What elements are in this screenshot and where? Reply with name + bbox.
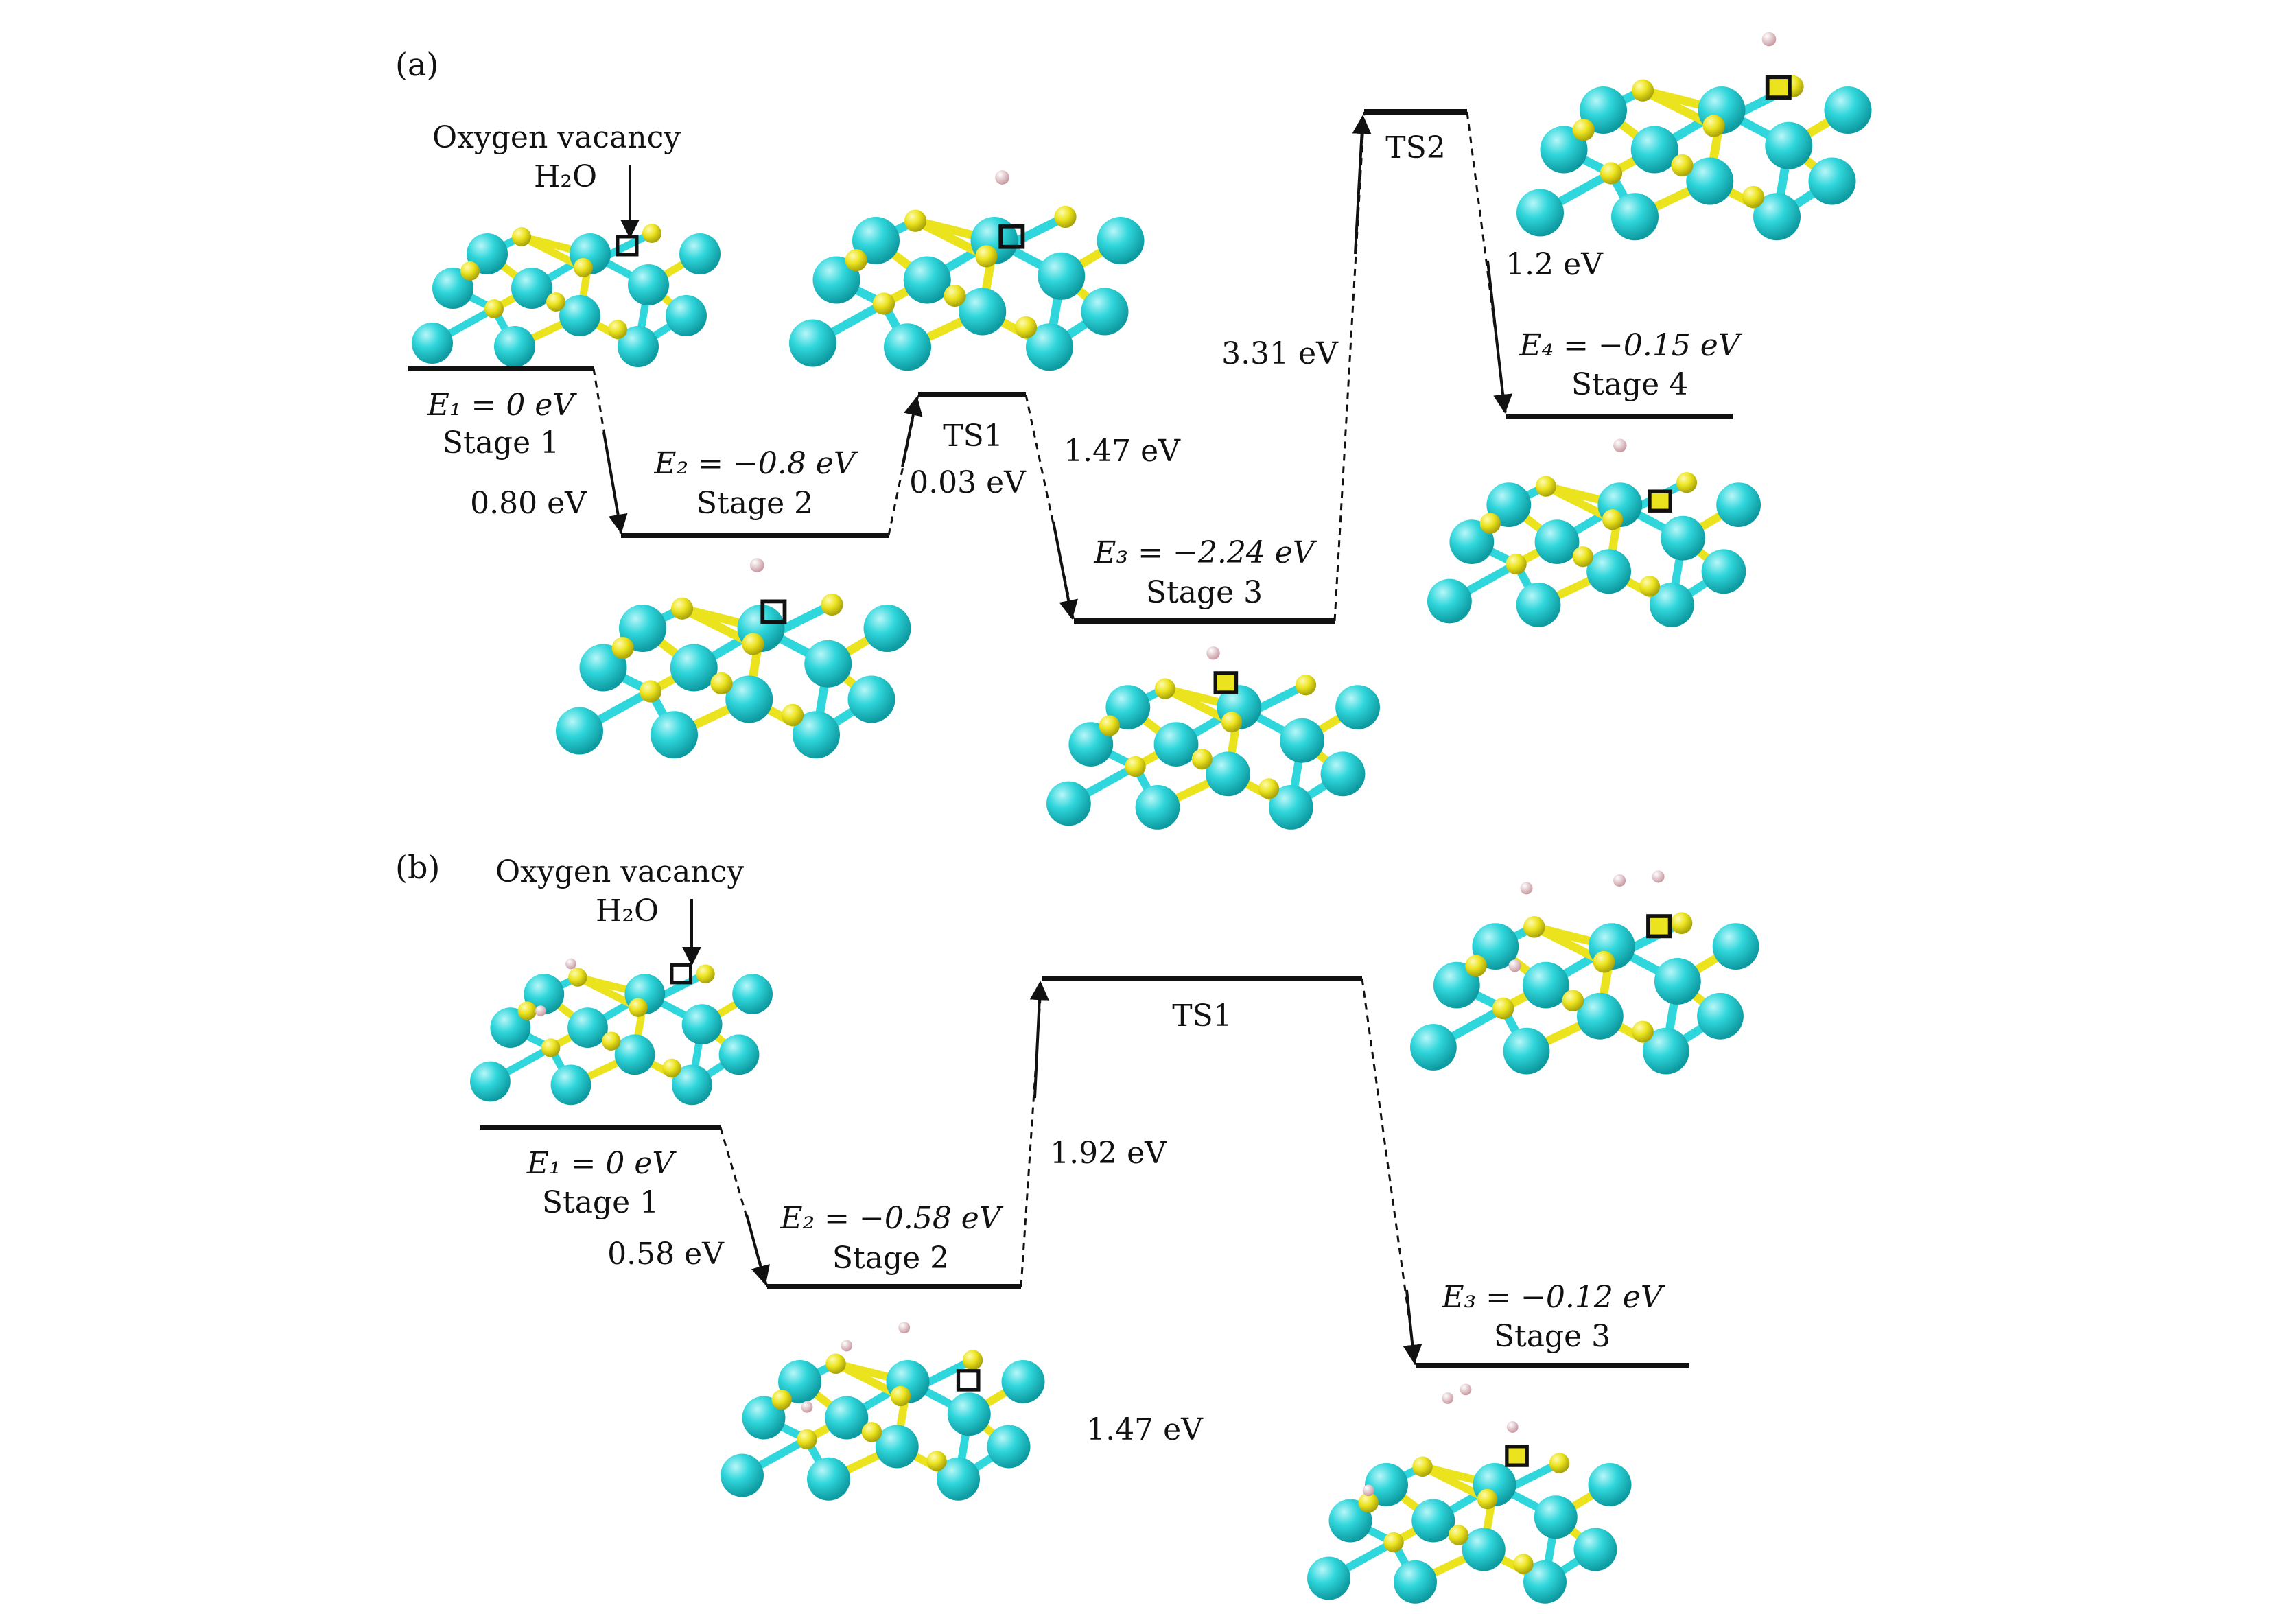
vacancy-marker bbox=[760, 599, 787, 624]
panel-a-callout-vacancy: Oxygen vacancy bbox=[432, 120, 681, 155]
stage-label-a3: TS1 bbox=[943, 419, 1003, 454]
vacancy-marker bbox=[616, 235, 639, 257]
vacancy-marker bbox=[998, 224, 1025, 249]
h-atom bbox=[1613, 438, 1627, 452]
energy-label-b1: E₁ = 0 eV bbox=[526, 1146, 677, 1181]
vacancy-marker bbox=[1213, 671, 1239, 694]
stage-label-a5: TS2 bbox=[1385, 130, 1445, 165]
vacancy-marker bbox=[956, 1369, 981, 1392]
structure-a-ts1-top bbox=[789, 170, 1145, 371]
barrier-b-1: 0.58 eV bbox=[607, 1237, 725, 1272]
h-atom bbox=[1508, 959, 1521, 972]
barrier-b-3: 1.47 eV bbox=[1086, 1412, 1204, 1447]
stage-label-a2: Stage 2 bbox=[696, 486, 813, 521]
h-atom bbox=[1460, 1383, 1472, 1396]
structure-a-stage1 bbox=[412, 224, 721, 367]
h-atom bbox=[1442, 1392, 1454, 1404]
h-atom bbox=[749, 558, 764, 572]
stage-label-a4: Stage 3 bbox=[1146, 575, 1263, 610]
panel-b-label: (b) bbox=[395, 849, 440, 886]
h-atom bbox=[535, 1005, 546, 1016]
h-atom bbox=[1506, 1421, 1519, 1433]
structure-b-stage3 bbox=[1307, 1383, 1632, 1604]
structure-b-stage2 bbox=[721, 1322, 1045, 1500]
structure-a-stage2 bbox=[556, 558, 911, 758]
stage-label-b1: Stage 1 bbox=[542, 1185, 659, 1220]
structure-b-ts1 bbox=[1410, 870, 1759, 1074]
h-atom bbox=[1362, 1484, 1374, 1497]
energy-label-a4: E₃ = −2.24 eV bbox=[1093, 535, 1317, 570]
barrier-a-3: 1.47 eV bbox=[1064, 434, 1181, 469]
h-atom bbox=[841, 1340, 853, 1352]
h-atom bbox=[801, 1401, 813, 1413]
panel-a: (a) Oxygen vacancy H₂O bbox=[395, 32, 1872, 830]
barrier-a-1: 0.80 eV bbox=[470, 486, 587, 521]
stage-label-a6: Stage 4 bbox=[1571, 367, 1688, 402]
h-atom bbox=[1206, 646, 1220, 660]
vacancy-marker bbox=[1505, 1445, 1529, 1467]
panel-b: (b) Oxygen vacancy H₂O bbox=[395, 849, 1759, 1604]
panel-b-callout-water: H₂O bbox=[596, 893, 659, 928]
panel-b-callout-vacancy: Oxygen vacancy bbox=[495, 854, 744, 889]
stage-label-b3: TS1 bbox=[1172, 998, 1232, 1033]
stage-label-b4: Stage 3 bbox=[1494, 1319, 1610, 1354]
vacancy-marker bbox=[670, 963, 692, 985]
h-atom bbox=[1652, 870, 1665, 883]
barrier-a-5: 1.2 eV bbox=[1506, 247, 1604, 282]
energy-label-b2: E₂ = −0.58 eV bbox=[780, 1201, 1003, 1236]
energy-label-a6: E₄ = −0.15 eV bbox=[1519, 328, 1742, 363]
barrier-a-4: 3.31 eV bbox=[1221, 336, 1339, 371]
h-atom bbox=[995, 170, 1009, 185]
stage-label-a1: Stage 1 bbox=[443, 425, 559, 460]
panel-a-callout-water: H₂O bbox=[534, 159, 597, 194]
energy-label-b4: E₃ = −0.12 eV bbox=[1441, 1280, 1665, 1315]
panel-a-label: (a) bbox=[395, 46, 438, 83]
structure-a-stage4 bbox=[1427, 438, 1761, 627]
h-atom bbox=[1613, 874, 1626, 887]
barrier-a-2: 0.03 eV bbox=[909, 465, 1027, 500]
h-atom bbox=[898, 1322, 911, 1334]
h-atom bbox=[565, 958, 576, 970]
structure-a-stage3 bbox=[1046, 646, 1380, 830]
h-atom bbox=[1520, 882, 1533, 895]
energy-label-a1: E₁ = 0 eV bbox=[427, 388, 578, 423]
structure-b-stage1 bbox=[470, 958, 773, 1106]
structure-a-ts2 bbox=[1516, 32, 1872, 241]
vacancy-marker bbox=[1648, 489, 1672, 513]
vacancy-marker bbox=[1646, 914, 1672, 939]
vacancy-marker bbox=[1765, 75, 1792, 100]
stage-label-b2: Stage 2 bbox=[832, 1241, 949, 1276]
energy-label-a2: E₂ = −0.8 eV bbox=[653, 446, 858, 481]
barrier-b-2: 1.92 eV bbox=[1050, 1136, 1167, 1171]
h-atom bbox=[1761, 32, 1777, 47]
